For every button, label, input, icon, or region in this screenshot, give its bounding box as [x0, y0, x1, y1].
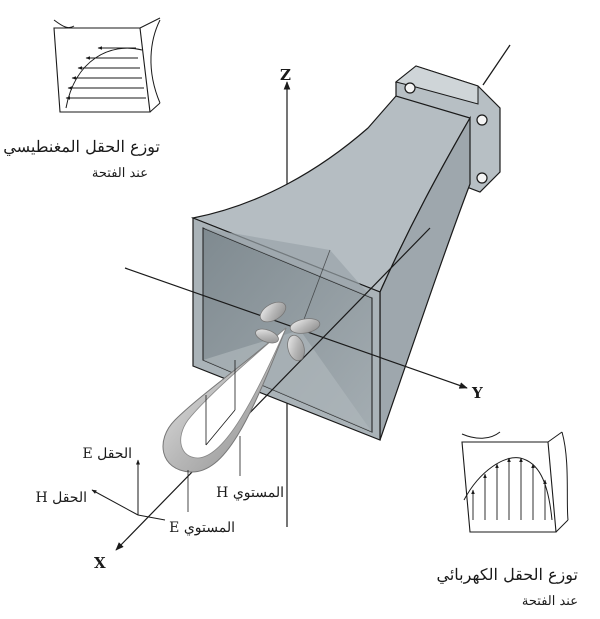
field-triad [91, 459, 166, 521]
magnetic-caption-line1: توزع الحقل المغنطيسي [3, 137, 160, 156]
magnetic-field-inset [53, 17, 161, 113]
z-axis-label: Z [280, 66, 291, 84]
x-axis-label: X [94, 554, 106, 572]
horn-antenna [190, 44, 511, 441]
field-e-label: الحقل E [82, 446, 132, 462]
electric-caption-line1: توزع الحقل الكهربائي [437, 565, 579, 584]
plane-e-label: المستوي E [169, 520, 235, 536]
radiation-pattern [162, 301, 321, 473]
field-h-label: الحقل H [35, 490, 87, 506]
magnetic-caption-line2: عند الفتحة [92, 166, 148, 181]
plane-h-label: المستوي H [216, 485, 284, 501]
electric-caption-line2: عند الفتحة [522, 594, 578, 609]
y-axis-label: Y [471, 384, 483, 402]
plane-indicators [187, 360, 241, 512]
electric-field-inset [461, 431, 569, 533]
x-axis [115, 227, 431, 551]
